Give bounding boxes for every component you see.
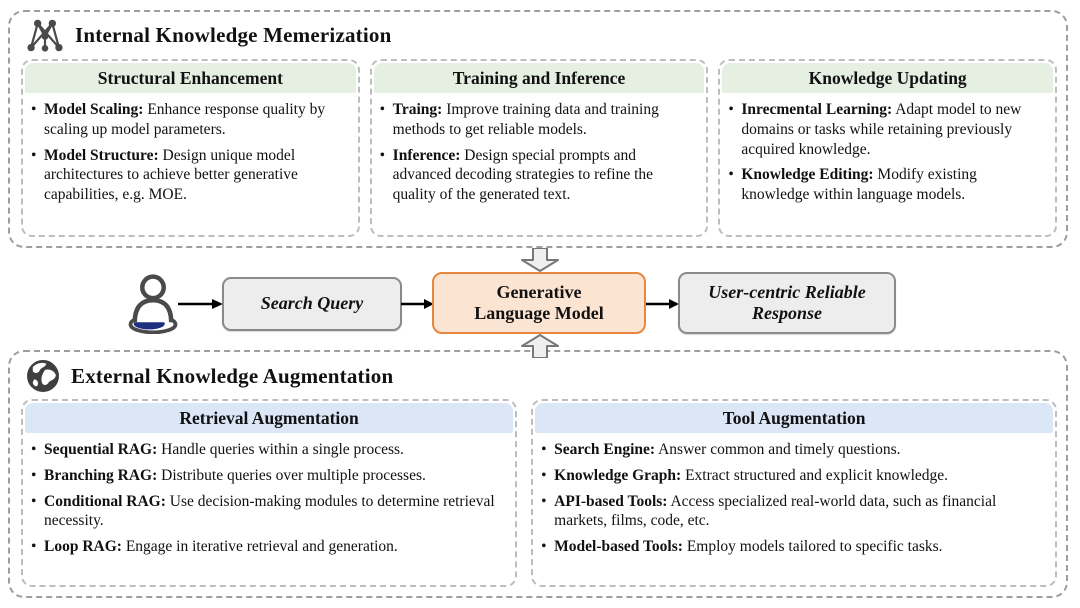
network-icon xyxy=(27,19,63,52)
list-item: Branching RAG: Distribute queries over m… xyxy=(29,466,507,486)
arrow-right-icon xyxy=(178,299,223,309)
list-item: Model-based Tools: Employ models tailore… xyxy=(539,537,1047,557)
arrow-right-icon xyxy=(401,299,434,309)
external-section-title-row: External Knowledge Augmentation xyxy=(10,352,1066,393)
reliable-response-node: User-centric Reliable Response xyxy=(678,272,896,334)
retrieval-augmentation-box: Retrieval Augmentation Sequential RAG: H… xyxy=(21,399,518,587)
list-item: Inrecmental Learning: Adapt model to new… xyxy=(726,100,1047,159)
internal-boxes-row: Structural Enhancement Model Scaling: En… xyxy=(21,59,1058,237)
list-item: Search Engine: Answer common and timely … xyxy=(539,440,1047,460)
internal-section-title-row: Internal Knowledge Memerization xyxy=(10,12,1066,52)
list-item: Inference: Design special prompts and ad… xyxy=(378,146,699,205)
list-item: Conditional RAG: Use decision-making mod… xyxy=(29,492,507,532)
user-icon xyxy=(128,274,178,334)
list-item: Knowledge Editing: Modify existing knowl… xyxy=(726,165,1047,205)
training-inference-header: Training and Inference xyxy=(373,63,705,93)
globe-icon xyxy=(27,360,59,392)
list-item: Loop RAG: Engage in iterative retrieval … xyxy=(29,537,507,557)
list-item: Sequential RAG: Handle queries within a … xyxy=(29,440,507,460)
list-item: Model Structure: Design unique model arc… xyxy=(29,146,350,205)
arrow-down-hollow-icon xyxy=(521,248,559,272)
tool-augmentation-box: Tool Augmentation Search Engine: Answer … xyxy=(531,399,1057,587)
knowledge-updating-box: Knowledge Updating Inrecmental Learning:… xyxy=(718,59,1058,237)
list-item: API-based Tools: Access specialized real… xyxy=(539,492,1047,532)
arrow-right-icon xyxy=(646,299,679,309)
list-item: Traing: Improve training data and traini… xyxy=(378,100,699,140)
structural-enhancement-header: Structural Enhancement xyxy=(25,63,356,93)
search-query-node: Search Query xyxy=(222,277,402,331)
tool-augmentation-header: Tool Augmentation xyxy=(535,403,1053,433)
arrow-up-hollow-icon xyxy=(521,334,559,358)
internal-knowledge-section: Internal Knowledge Memerization Structur… xyxy=(8,10,1068,248)
external-boxes-row: Retrieval Augmentation Sequential RAG: H… xyxy=(21,399,1057,587)
retrieval-augmentation-header: Retrieval Augmentation xyxy=(25,403,514,433)
external-knowledge-section: External Knowledge Augmentation Retrieva… xyxy=(8,350,1068,598)
knowledge-updating-header: Knowledge Updating xyxy=(722,63,1054,93)
structural-enhancement-box: Structural Enhancement Model Scaling: En… xyxy=(21,59,360,237)
training-inference-box: Training and Inference Traing: Improve t… xyxy=(369,59,709,237)
internal-section-title: Internal Knowledge Memerization xyxy=(75,23,392,47)
external-section-title: External Knowledge Augmentation xyxy=(71,363,394,388)
generative-language-model-node: Generative Language Model xyxy=(432,272,646,334)
list-item: Model Scaling: Enhance response quality … xyxy=(29,100,350,140)
list-item: Knowledge Graph: Extract structured and … xyxy=(539,466,1047,486)
